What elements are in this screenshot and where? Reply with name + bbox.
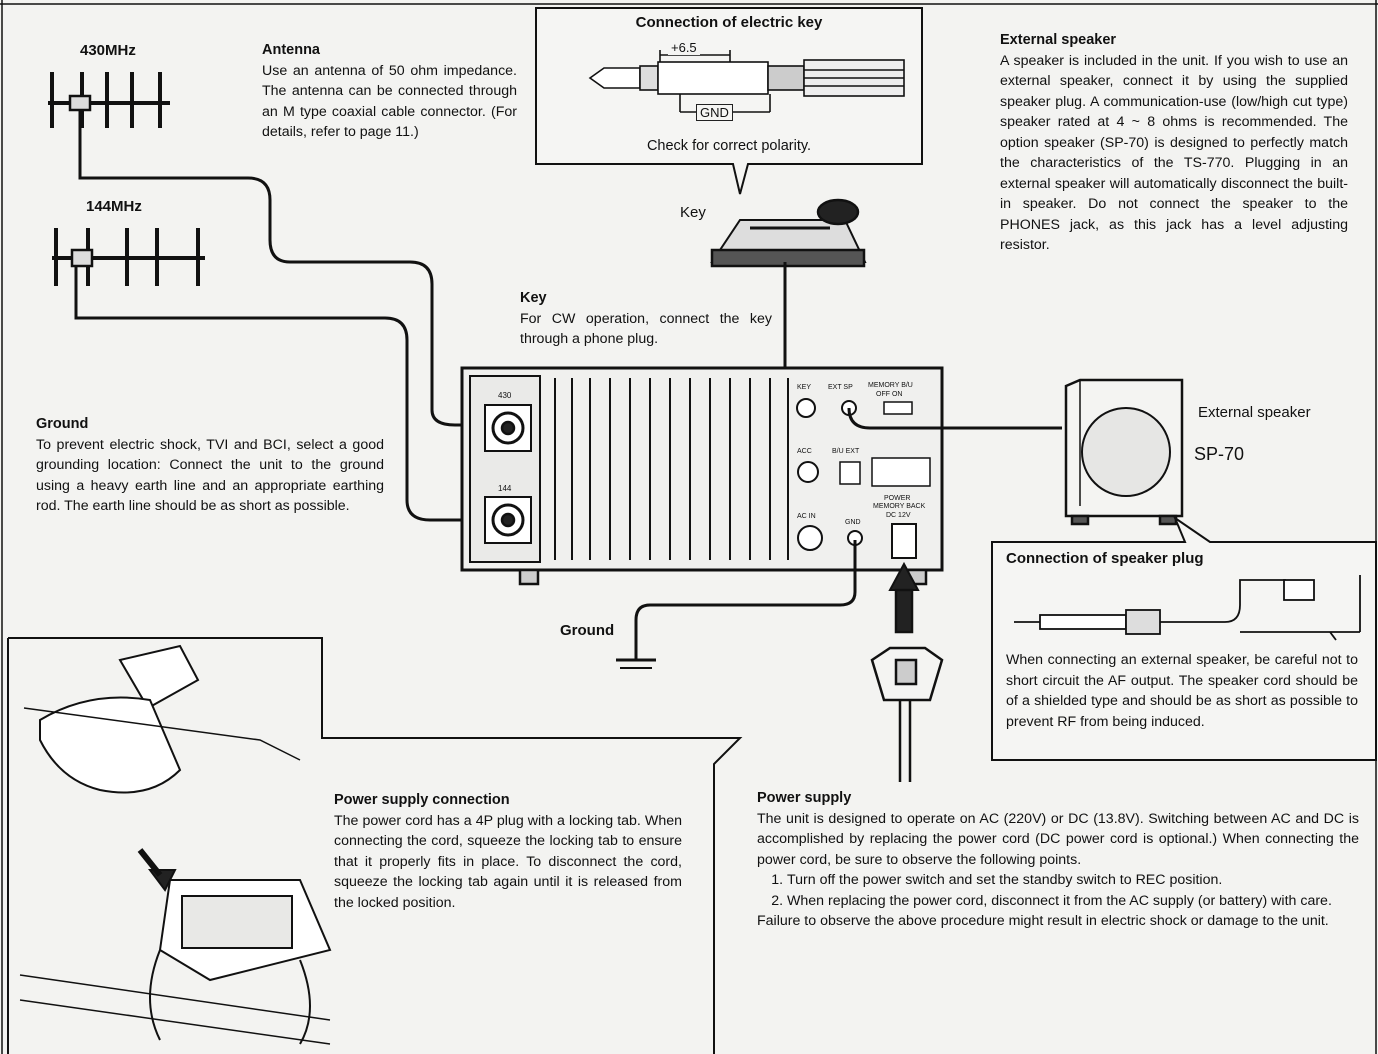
- electric-key-gnd-label: GND: [696, 104, 733, 121]
- rear-panel-drawing: [460, 366, 944, 586]
- power-supply-section: Power supply The unit is designed to ope…: [757, 788, 1359, 932]
- panel-power-sub-label: MEMORY BACK: [873, 503, 926, 510]
- power-connection-body: The power cord has a 4P plug with a lock…: [334, 812, 682, 911]
- power-supply-heading: Power supply: [757, 790, 852, 806]
- speaker-name-label: External speaker: [1198, 404, 1311, 421]
- panel-ant-top-label: 430: [498, 391, 512, 400]
- key-body: For CW operation, connect the key throug…: [520, 310, 772, 348]
- panel-gnd-label: GND: [845, 519, 861, 526]
- power-supply-points: Turn off the power switch and set the st…: [757, 870, 1359, 911]
- external-speaker-body: A speaker is included in the unit. If yo…: [1000, 52, 1348, 254]
- ground-section: Ground To prevent electric shock, TVI an…: [36, 414, 384, 517]
- electric-key-heading: Connection of electric key: [635, 14, 823, 31]
- ground-heading: Ground: [36, 416, 89, 432]
- panel-memory-label: MEMORY B/U: [868, 382, 913, 389]
- key-section: Key For CW operation, connect the key th…: [520, 288, 772, 350]
- key-heading: Key: [520, 290, 547, 306]
- ground-body: To prevent electric shock, TVI and BCI, …: [36, 436, 384, 515]
- power-supply-warning: Failure to observe the above procedure m…: [757, 913, 1329, 929]
- speaker-plug-drawing: [1014, 575, 1361, 641]
- external-speaker-heading: External speaker: [1000, 32, 1117, 48]
- antenna-heading: Antenna: [262, 42, 320, 58]
- electric-key-dim-label: +6.5: [668, 40, 700, 55]
- antenna-body: Use an antenna of 50 ohm impedance. The …: [262, 62, 517, 141]
- antenna-144-drawing: [52, 228, 205, 286]
- panel-power-label: POWER: [884, 495, 911, 502]
- antenna-430-drawing: [48, 72, 170, 128]
- sp70-speaker-drawing: [1064, 378, 1184, 526]
- key-drawing-label: Key: [680, 204, 706, 221]
- speaker-plug-body: When connecting an external speaker, be …: [1006, 652, 1358, 730]
- external-speaker-section: External speaker A speaker is included i…: [1000, 30, 1348, 256]
- antenna-144-label: 144MHz: [86, 198, 142, 215]
- power-supply-point: When replacing the power cord, disconnec…: [787, 891, 1359, 912]
- phone-plug-drawing: [588, 50, 905, 113]
- power-connection-section: Power supply connection The power cord h…: [334, 790, 682, 913]
- morse-key-drawing: [710, 198, 867, 268]
- speaker-model-label: SP-70: [1194, 444, 1245, 464]
- antenna-430-label: 430MHz: [80, 42, 136, 59]
- panel-key-label: KEY: [797, 384, 812, 391]
- panel-offon-label: OFF ON: [876, 391, 903, 398]
- antenna-section: Antenna Use an antenna of 50 ohm impedan…: [262, 40, 517, 143]
- power-plug-drawing: [870, 646, 944, 782]
- panel-dc-label: DC 12V: [886, 512, 911, 519]
- panel-ac-label: AC IN: [797, 513, 816, 520]
- power-supply-point: Turn off the power switch and set the st…: [787, 870, 1359, 891]
- panel-ant-bottom-label: 144: [498, 484, 512, 493]
- power-supply-intro: The unit is designed to operate on AC (2…: [757, 810, 1359, 868]
- power-connection-heading: Power supply connection: [334, 792, 510, 808]
- hand-plug-illustration: [19, 644, 332, 1045]
- ground-drawing-label: Ground: [560, 622, 615, 639]
- panel-extsp-label: EXT SP: [828, 384, 853, 391]
- speaker-plug-heading: Connection of speaker plug: [1006, 550, 1204, 567]
- panel-acc-label: ACC: [797, 448, 812, 455]
- electric-key-caption: Check for correct polarity.: [646, 138, 812, 154]
- panel-ext-label: B/U EXT: [832, 448, 860, 455]
